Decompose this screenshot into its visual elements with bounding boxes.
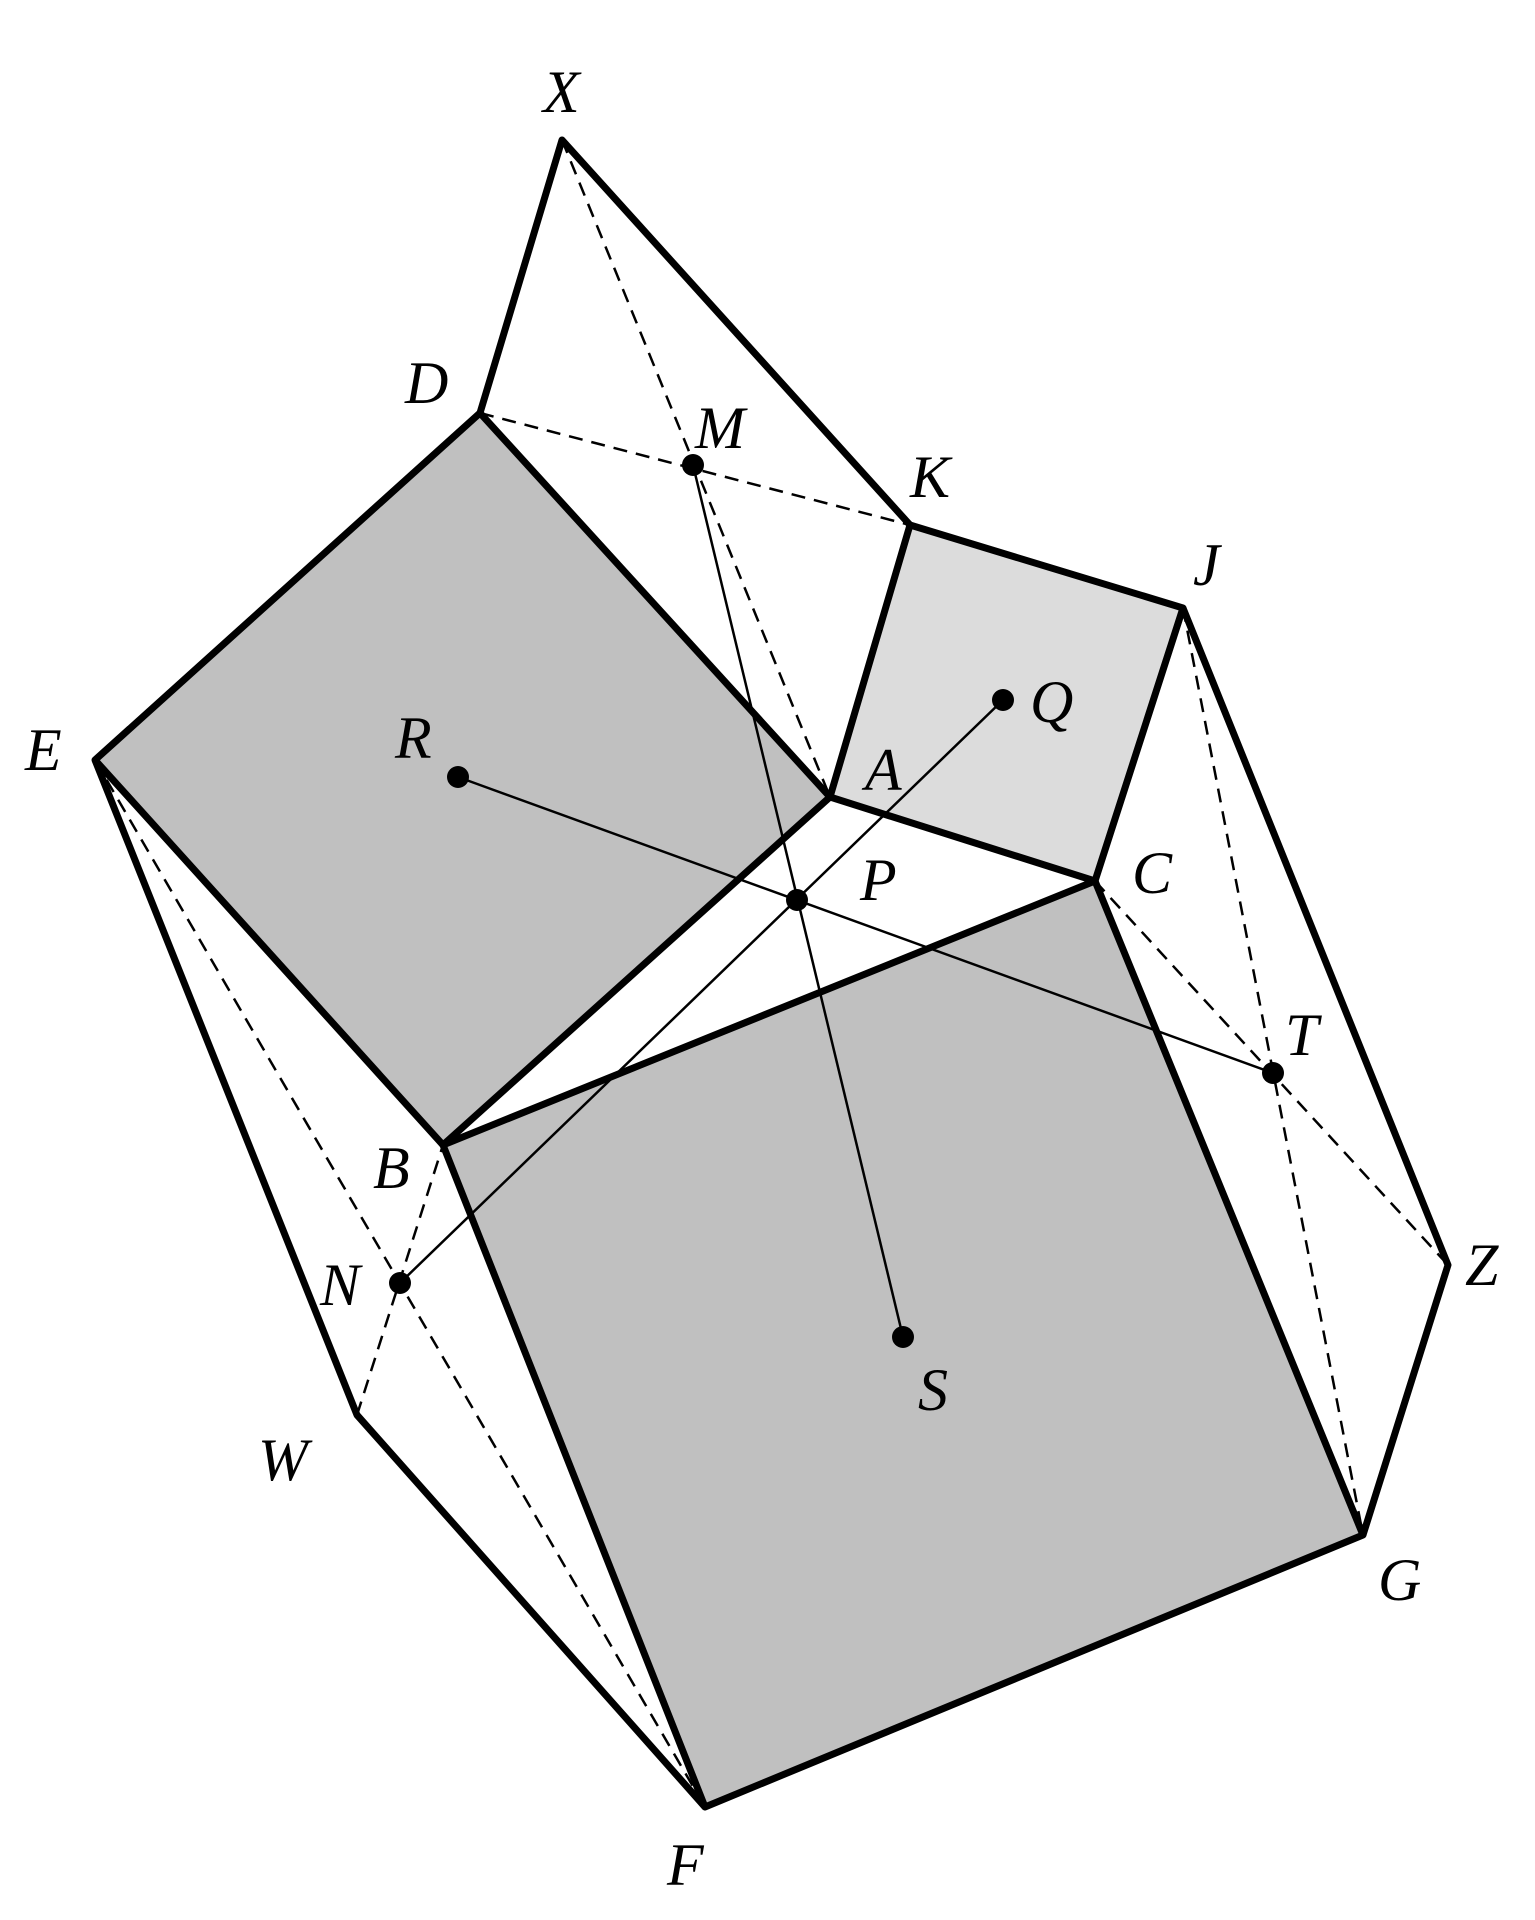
label-P: P [859,847,897,913]
point-S [892,1326,914,1348]
label-M: M [694,395,748,461]
label-N: N [319,1252,363,1318]
label-T: T [1285,1002,1322,1068]
label-D: D [404,350,448,416]
label-F: F [666,1832,705,1898]
edge-EWF [91,758,708,1810]
label-X: X [541,59,582,125]
label-C: C [1132,840,1173,906]
segment-QN [399,699,1004,1284]
point-N [389,1272,411,1294]
label-A: A [861,737,902,803]
label-Z: Z [1465,1232,1499,1298]
edge-DXK [476,136,913,528]
label-J: J [1193,532,1222,598]
point-P [786,889,808,911]
outline-AKJC [826,521,1187,883]
label-Q: Q [1030,669,1073,735]
label-K: K [909,444,953,510]
point-T [1262,1062,1284,1084]
segment-RT [457,775,1274,1075]
label-S: S [918,1357,948,1423]
point-R [447,766,469,788]
label-B: B [373,1135,410,1201]
point-M [682,454,704,476]
point-Q [992,689,1014,711]
edge-JZG [1179,606,1452,1537]
label-E: E [24,717,62,783]
dashed-line-DK [479,411,911,527]
label-R: R [394,705,432,771]
label-W: W [258,1427,313,1493]
edge-AC [828,793,1097,885]
label-G: G [1378,1547,1421,1613]
